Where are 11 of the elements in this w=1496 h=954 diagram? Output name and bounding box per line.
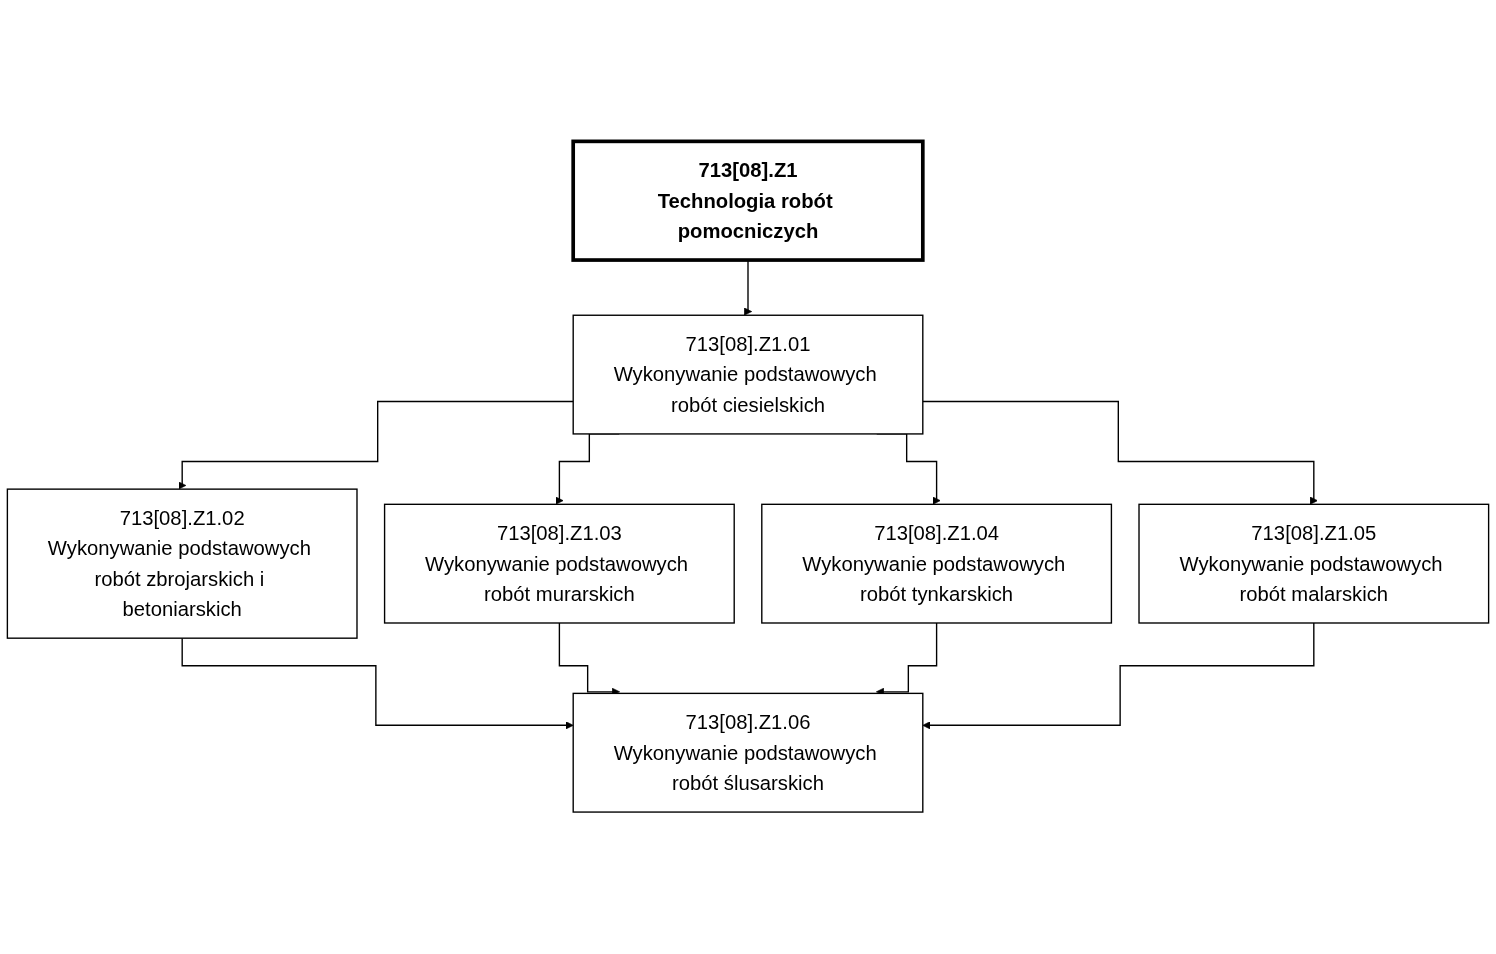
- arrow: [178, 401, 574, 490]
- node-box: 713[08].Z1.03 Wykonywanie podstawowych robót murarskich: [383, 503, 735, 624]
- arrow: [922, 622, 1315, 730]
- node-box: 713[08].Z1.02 Wykonywanie podstawowych robót zbrojarskich i betoniarskich: [6, 488, 358, 640]
- node-box: 713[08].Z1.04 Wykonywanie podstawowych robót tynkarskich: [761, 503, 1113, 624]
- node-box: 713[08].Z1.05 Wykonywanie podstawowych robót malarskich: [1138, 503, 1490, 624]
- node-box: 713[08].Z1.01 Wykonywanie podstawowych robót ciesielskich: [572, 314, 924, 435]
- node-box: 713[08].Z1.06 Wykonywanie podstawowych robót ślusarskich: [572, 692, 924, 814]
- arrow: [181, 637, 574, 730]
- arrow: [922, 401, 1318, 505]
- node-box: 713[08].Z1 Technologia robót pomocniczych: [571, 139, 925, 263]
